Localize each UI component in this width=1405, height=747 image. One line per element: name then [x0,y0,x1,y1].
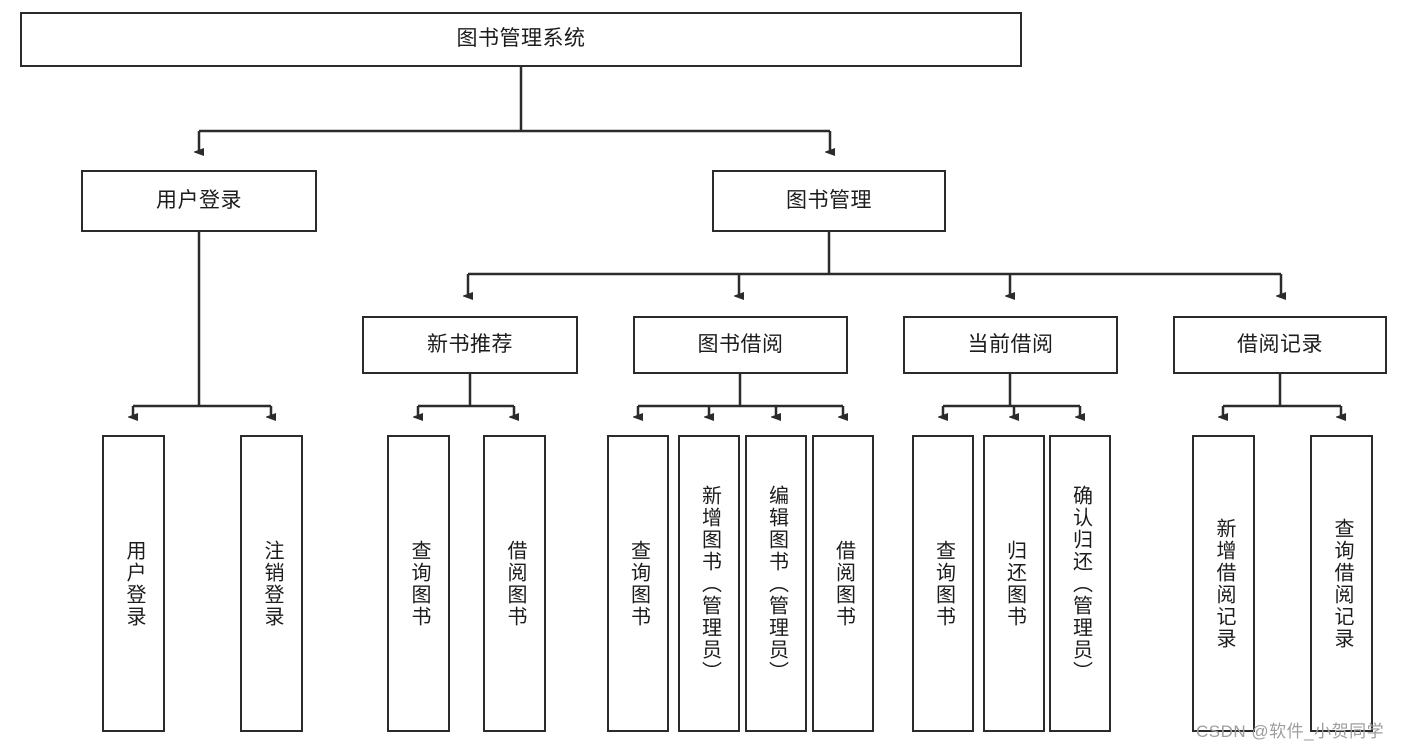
node-leaf-add-record[interactable]: 新增借阅记录 [1192,435,1255,732]
node-leaf-user-login[interactable]: 用户登录 [102,435,165,732]
edge-group-user-login [133,232,271,417]
node-leaf-edit-book[interactable]: 编辑图书（管理员） [745,435,807,732]
node-leaf-user-logout-label: 注销登录 [261,539,283,628]
node-book-manage[interactable]: 图书管理 [712,170,946,232]
node-user-login[interactable]: 用户登录 [81,170,317,232]
node-leaf-user-login-label: 用户登录 [123,539,145,628]
node-leaf-borrow-book-2-label: 借阅图书 [832,539,855,628]
edge-group-borrow-record [1223,374,1341,417]
node-leaf-add-book-label: 新增图书（管理员） [698,484,721,683]
node-leaf-borrow-book-2[interactable]: 借阅图书 [812,435,874,732]
node-leaf-query-book-3[interactable]: 查询图书 [912,435,974,732]
edge-group-root [199,67,830,152]
node-leaf-query-book-1-label: 查询图书 [408,539,430,628]
node-book-borrow-label: 图书借阅 [697,332,784,356]
watermark-text: CSDN @软件_小贺同学 [1196,722,1385,741]
node-borrow-record-label: 借阅记录 [1237,332,1323,356]
node-current-borrow[interactable]: 当前借阅 [903,316,1118,374]
edge-group-current-borrow [943,374,1080,417]
node-leaf-user-logout[interactable]: 注销登录 [240,435,303,732]
node-book-manage-label: 图书管理 [786,188,872,212]
node-leaf-add-record-label: 新增借阅记录 [1213,517,1235,650]
node-leaf-query-book-2[interactable]: 查询图书 [607,435,669,732]
edge-group-new-book-rec [418,374,514,417]
node-leaf-borrow-book-1[interactable]: 借阅图书 [483,435,546,732]
node-borrow-record[interactable]: 借阅记录 [1173,316,1387,374]
node-leaf-confirm-return-label: 确认归还（管理员） [1069,484,1092,683]
node-leaf-return-book[interactable]: 归还图书 [983,435,1045,732]
node-leaf-return-book-label: 归还图书 [1003,539,1026,628]
node-leaf-query-record[interactable]: 查询借阅记录 [1310,435,1373,732]
node-root[interactable]: 图书管理系统 [20,12,1022,67]
node-leaf-confirm-return[interactable]: 确认归还（管理员） [1049,435,1111,732]
node-root-label: 图书管理系统 [456,27,586,51]
node-new-book-rec-label: 新书推荐 [427,332,513,356]
node-leaf-query-record-label: 查询借阅记录 [1331,517,1353,650]
node-leaf-edit-book-label: 编辑图书（管理员） [765,484,788,683]
node-leaf-add-book[interactable]: 新增图书（管理员） [678,435,740,732]
node-current-borrow-label: 当前借阅 [967,332,1054,356]
node-user-login-label: 用户登录 [156,188,242,212]
node-leaf-query-book-2-label: 查询图书 [627,539,650,628]
node-leaf-query-book-3-label: 查询图书 [932,539,955,628]
node-leaf-query-book-1[interactable]: 查询图书 [387,435,450,732]
node-leaf-borrow-book-1-label: 借阅图书 [504,539,526,628]
node-book-borrow[interactable]: 图书借阅 [633,316,848,374]
edge-group-book-manage [468,232,1281,296]
edge-group-book-borrow [638,374,843,417]
node-new-book-rec[interactable]: 新书推荐 [362,316,578,374]
